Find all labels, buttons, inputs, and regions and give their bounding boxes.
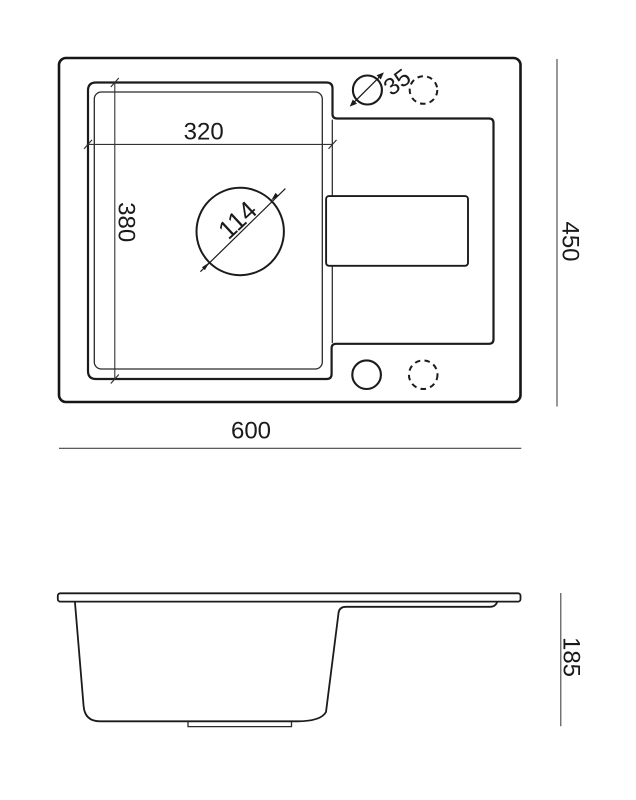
svg-text:320: 320 (184, 119, 224, 146)
svg-text:185: 185 (558, 637, 585, 677)
svg-text:600: 600 (231, 417, 271, 444)
svg-text:450: 450 (557, 221, 584, 261)
svg-text:380: 380 (113, 202, 140, 242)
